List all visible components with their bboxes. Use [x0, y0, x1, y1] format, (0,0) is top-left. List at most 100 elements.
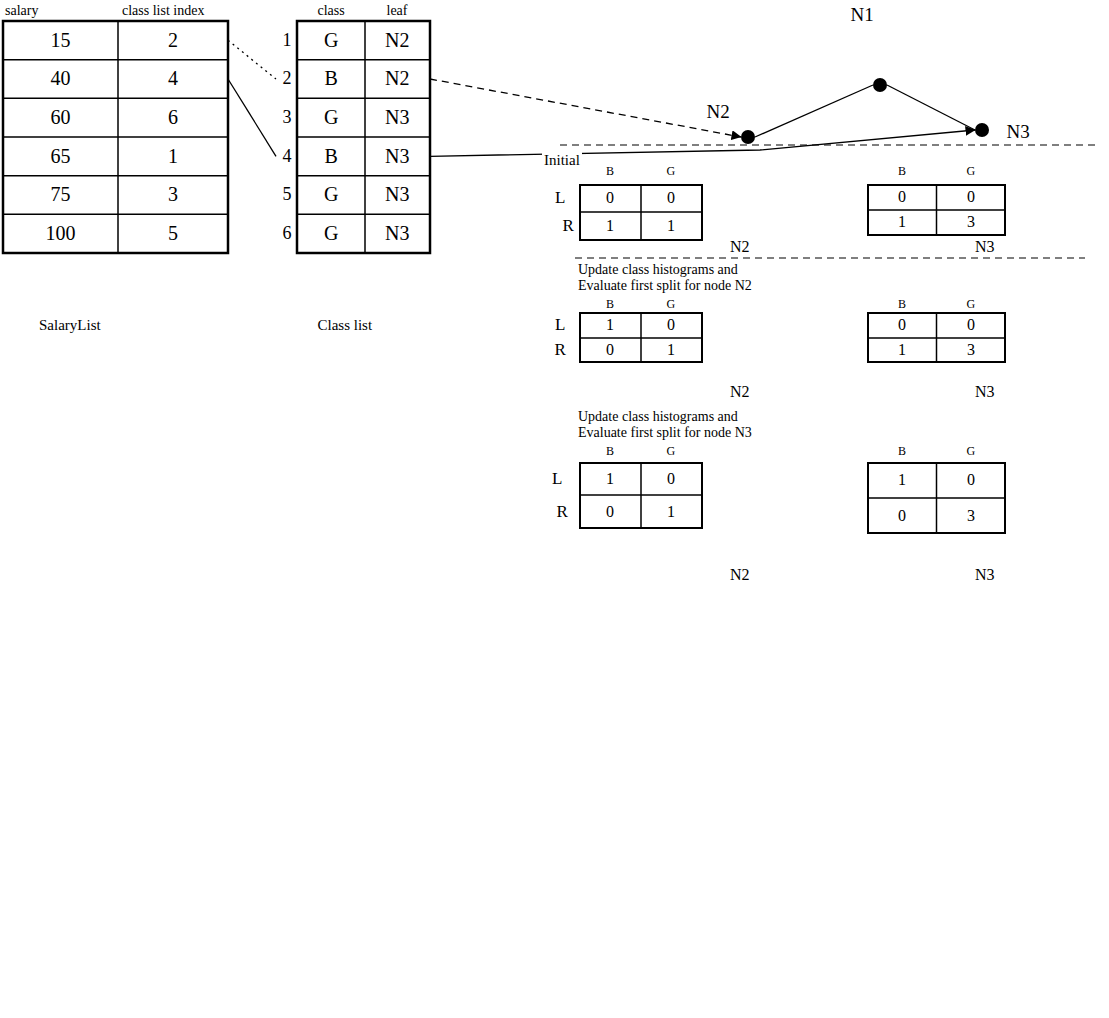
leaf-value: N3	[385, 106, 409, 129]
table-row-line	[3, 214, 228, 216]
class-header: G	[967, 298, 976, 312]
leaf-value: N3	[385, 222, 409, 245]
class-list-index-value: 2	[168, 29, 178, 52]
salary-value: 40	[51, 67, 71, 90]
connector-line	[755, 85, 873, 137]
split-side-label: R	[557, 502, 568, 522]
class-value: B	[325, 67, 338, 90]
connector-line	[430, 130, 975, 156]
table-row-line	[3, 98, 228, 100]
column-header: salary	[5, 3, 38, 19]
class-header: G	[967, 165, 976, 179]
class-list-index-value: 4	[168, 67, 178, 90]
salary-row: 753	[3, 176, 228, 215]
connector-line	[228, 79, 276, 156]
table-row-line	[297, 59, 430, 61]
salary-row: 40 4	[3, 60, 228, 99]
histogram-divider	[868, 337, 1005, 339]
table-caption: Class list	[318, 317, 373, 334]
histogram-count: 3	[967, 507, 975, 525]
row-number: 6	[283, 223, 292, 244]
tree-node: N1	[873, 78, 887, 92]
table-row-line	[297, 214, 430, 216]
salary-row: 1005	[3, 214, 228, 253]
class-list-row: 5GN3	[276, 176, 430, 215]
class-header: G	[667, 445, 676, 459]
class-value: G	[324, 29, 338, 52]
connector-line	[430, 79, 741, 137]
split-side-label: R	[555, 340, 566, 360]
histogram-count: 0	[667, 189, 675, 207]
class-header: B	[606, 165, 614, 179]
histogram-count: 0	[606, 341, 614, 359]
histogram-count: 0	[967, 188, 975, 206]
class-list-index-value: 1	[168, 145, 178, 168]
histogram-count: 0	[898, 188, 906, 206]
connector-line	[887, 85, 975, 130]
class-header: B	[606, 445, 614, 459]
salary-value: 65	[51, 145, 71, 168]
table-row-line	[3, 136, 228, 138]
class-header: G	[667, 298, 676, 312]
histogram-caption: N3	[975, 383, 995, 401]
histogram-caption: N3	[975, 566, 995, 584]
histogram-count: 1	[606, 470, 614, 488]
histogram-caption: N2	[730, 566, 750, 584]
histogram-grid	[868, 185, 1005, 235]
class-list-row: 1GN2	[276, 21, 430, 60]
salary-value: 60	[51, 106, 71, 129]
row-number: 5	[283, 184, 292, 205]
split-side-label: L	[555, 188, 565, 208]
histogram-count: 3	[967, 341, 975, 359]
histogram-grid	[580, 313, 702, 362]
column-header: class list index	[122, 3, 204, 19]
column-header: class	[318, 3, 345, 19]
table-row-line	[297, 98, 430, 100]
salary-value: 75	[51, 183, 71, 206]
histogram-count: 0	[898, 507, 906, 525]
salary-value: 15	[51, 29, 71, 52]
class-value: G	[324, 183, 338, 206]
section-label: Initial	[542, 152, 582, 169]
histogram-count: 1	[898, 213, 906, 231]
node-label: N1	[851, 4, 874, 26]
histogram-count: 1	[606, 316, 614, 334]
histogram-count: 1	[667, 217, 675, 235]
histogram-caption: N3	[975, 238, 995, 256]
histogram-grid	[580, 463, 702, 528]
histogram-count: 0	[667, 470, 675, 488]
histogram-count: 3	[967, 213, 975, 231]
histogram-divider	[580, 337, 702, 339]
class-list-row: 3GN3	[276, 98, 430, 137]
histogram-count: 0	[898, 316, 906, 334]
histogram-count: 0	[606, 189, 614, 207]
class-list-row: 2BN2	[276, 60, 430, 99]
salary-row: 65 1	[3, 137, 228, 176]
histogram-count: 0	[606, 503, 614, 521]
table-caption: SalaryList	[39, 317, 101, 334]
row-number: 4	[283, 146, 292, 167]
class-value: G	[324, 222, 338, 245]
column-header: leaf	[387, 3, 408, 19]
table-row-line	[297, 175, 430, 177]
leaf-value: N2	[385, 67, 409, 90]
node-label: N2	[707, 101, 730, 123]
class-value: G	[324, 106, 338, 129]
split-side-label: L	[552, 469, 562, 489]
leaf-value: N2	[385, 29, 409, 52]
step-note: Update class histograms and Evaluate fir…	[578, 262, 783, 294]
histogram-count: 0	[667, 316, 675, 334]
dashed-separator	[560, 144, 1100, 145]
histogram-divider	[868, 209, 1005, 211]
split-side-label: R	[563, 216, 574, 236]
tree-node: N2	[741, 130, 755, 144]
class-header: B	[898, 445, 906, 459]
class-header: B	[898, 298, 906, 312]
histogram-count: 0	[967, 316, 975, 334]
histogram-caption: N2	[730, 238, 750, 256]
histogram-grid	[868, 313, 1005, 362]
histogram-count: 1	[606, 217, 614, 235]
class-value: B	[325, 145, 338, 168]
histogram-divider	[868, 497, 1005, 499]
